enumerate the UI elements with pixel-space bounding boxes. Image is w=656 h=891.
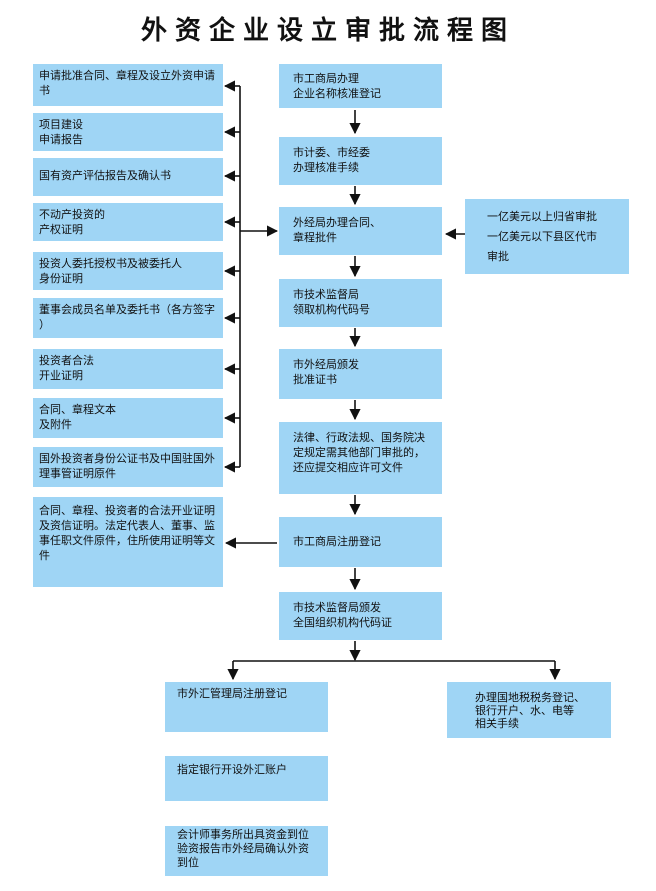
box-text-line: 件 [39,549,50,562]
box-text-line: 不动产投资的 [39,208,105,221]
requirement-authorization-box: 投资人委托授权书及被委托人 身份证明 [33,252,223,290]
box-text-line: 国有资产评估报告及确认书 [39,169,171,182]
requirement-application-box: 申请批准合同、章程及设立外资申请 书 [33,64,223,106]
step-contract-approval-box: 外经局办理合同、 章程批件 [279,207,442,255]
box-text-line: 批准证书 [293,373,337,386]
box-text-line: 及资信证明。法定代表人、董事、监 [39,519,215,532]
branch-forex-account-box: 指定银行开设外汇账户 [165,756,328,801]
step-approval-certificate-box: 市外经局颁发 批准证书 [279,349,442,399]
box-text-line: 企业名称核准登记 [293,87,381,100]
step-code-certificate-box: 市技术监督局颁发 全国组织机构代码证 [279,592,442,640]
requirement-property-proof-box: 不动产投资的 产权证明 [33,203,223,241]
box-text-line: 投资者合法 [39,354,94,367]
box-text-line: 投资人委托授权书及被委托人 [39,257,182,270]
box-text-line: 市外汇管理局注册登记 [177,687,287,700]
box-text-line: 还应提交相应许可文件 [293,461,403,474]
box-text-line: 开业证明 [39,369,83,382]
box-text-line: 身份证明 [39,272,83,285]
box-text-line: 验资报告市外经局确认外资 [177,842,309,855]
branch-forex-registration-box: 市外汇管理局注册登记 [165,682,328,732]
box-text-line: 国外投资者身份公证书及中国驻国外 [39,452,215,465]
requirement-board-list-box: 董事会成员名单及委托书（各方签字 ） [33,298,223,338]
box-text-line: 领取机构代码号 [293,303,370,316]
box-text-line: 市工商局办理 [293,72,359,85]
box-text-line: 外经局办理合同、 [293,216,381,229]
requirement-asset-evaluation-box: 国有资产评估报告及确认书 [33,158,223,196]
box-text-line: 一亿美元以下县区代市 [487,230,597,243]
box-text-line: 定规定需其他部门审批的， [293,446,425,459]
requirement-registration-docs-box: 合同、章程、投资者的合法开业证明 及资信证明。法定代表人、董事、监 事任职文件原… [33,497,223,587]
step-other-permits-box: 法律、行政法规、国务院决 定规定需其他部门审批的， 还应提交相应许可文件 [279,422,442,494]
page-title: 外资企业设立审批流程图 [140,16,515,46]
box-text-line: 合同、章程、投资者的合法开业证明 [39,504,215,517]
requirement-business-license-box: 投资者合法 开业证明 [33,349,223,389]
box-text-line: 会计师事务所出具资金到位 [177,828,309,841]
box-text-line: 办理核准手续 [293,161,359,174]
box-text-line: 指定银行开设外汇账户 [177,763,287,776]
box-text-line: 市技术监督局颁发 [293,601,381,614]
box-text-line: 一亿美元以上归省审批 [487,210,597,223]
box-text-line: 到位 [177,856,199,869]
step-business-registration-box: 市工商局注册登记 [279,517,442,567]
step-name-approval-box: 市工商局办理 企业名称核准登记 [279,64,442,108]
requirement-project-report-box: 项目建设 申请报告 [33,113,223,151]
box-text-line: 项目建设 [39,118,83,131]
box-text-line: 银行开户、水、电等 [475,704,574,717]
step-planning-approval-box: 市计委、市经委 办理核准手续 [279,137,442,185]
box-text-line: 审批 [487,250,509,263]
box-text-line: 理事管证明原件 [39,467,116,480]
box-text-line: 事任职文件原件，住所使用证明等文 [39,534,215,547]
branch-tax-registration-box: 办理国地税税务登记、 银行开户、水、电等 相关手续 [447,682,611,738]
box-text-line: 申请报告 [39,133,83,146]
box-text-line: 市工商局注册登记 [293,535,381,548]
branch-capital-verification-box: 会计师事务所出具资金到位 验资报告市外经局确认外资 到位 [165,826,328,876]
box-text-line: 办理国地税税务登记、 [475,691,585,704]
box-text-line: 法律、行政法规、国务院决 [293,431,425,444]
box-text-line: 合同、章程文本 [39,403,116,416]
requirement-contract-text-box: 合同、章程文本 及附件 [33,398,223,438]
box-text-line: 章程批件 [293,231,337,244]
requirement-identity-notarization-box: 国外投资者身份公证书及中国驻国外 理事管证明原件 [33,447,223,487]
box-text-line: ） [39,318,50,331]
box-text-line: 董事会成员名单及委托书（各方签字 [39,303,215,316]
box-text-line: 市技术监督局 [293,288,359,301]
box-text-line: 申请批准合同、章程及设立外资申请 [39,69,215,82]
box-text-line: 书 [39,84,50,97]
box-text-line: 产权证明 [39,223,83,236]
box-text-line: 市计委、市经委 [293,146,370,159]
step-organization-code-box: 市技术监督局 领取机构代码号 [279,279,442,327]
box-text-line: 全国组织机构代码证 [293,616,392,629]
box-text-line: 相关手续 [475,717,519,730]
investment-threshold-note-box: 一亿美元以上归省审批 一亿美元以下县区代市 审批 [465,199,629,274]
box-text-line: 及附件 [39,418,72,431]
box-text-line: 市外经局颁发 [293,358,359,371]
